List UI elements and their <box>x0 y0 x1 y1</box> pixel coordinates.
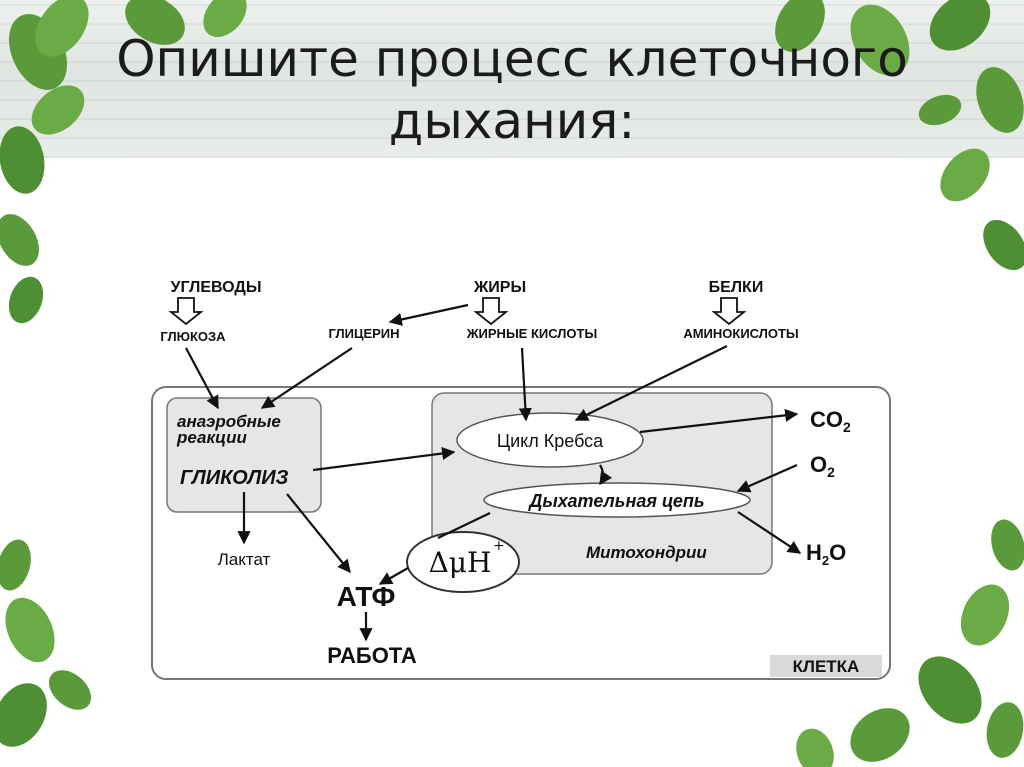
arrow-glycolysis-atp <box>286 493 351 574</box>
cell-label: КЛЕТКА <box>793 657 860 676</box>
arrow-o2-chain <box>736 463 798 493</box>
leaf-icon <box>35 0 89 57</box>
arrow-chain-h2o <box>737 511 802 554</box>
slide-title: Опишите процесс клеточного дыхания: <box>0 28 1024 152</box>
hollow-arrow-icon <box>168 297 204 326</box>
arrow-fattyacids-krebs <box>518 347 532 422</box>
arrow-glycerol-anaerobic <box>260 347 353 409</box>
proteins-label: БЕЛКИ <box>709 279 764 296</box>
line-chain-gradient <box>437 512 491 539</box>
respiratory-chain-label: Дыхательная цепь <box>527 491 704 511</box>
anaerobic-label-line1: анаэробные <box>177 412 281 431</box>
leaf-icon <box>796 728 834 767</box>
mitochondria-label: Митохондрии <box>586 543 707 562</box>
leaf-icon <box>0 683 47 747</box>
atp-label: АТФ <box>337 581 396 612</box>
leaf-icon <box>0 214 39 266</box>
arrow-gradient-atp <box>378 567 409 585</box>
krebs-cycle-label: Цикл Кребса <box>497 431 604 451</box>
arrow-glycolysis-krebs <box>312 446 456 472</box>
h2o-label: H2O <box>806 540 846 568</box>
leaf-icon <box>986 702 1024 758</box>
leaf-icon <box>976 67 1024 133</box>
fatty-acids-label: ЖИРНЫЕ КИСЛОТЫ <box>466 326 597 341</box>
leaf-icon <box>960 584 1010 646</box>
leaf-icon <box>850 4 910 76</box>
carbohydrates-label: УГЛЕВОДЫ <box>171 279 262 296</box>
leaf-icon <box>0 126 45 194</box>
leaf-icon <box>940 148 990 202</box>
title-line-2: дыхания: <box>388 92 636 150</box>
leaf-icon <box>775 0 825 52</box>
leaf-icon <box>31 85 85 135</box>
arrow-aminoacids-krebs <box>574 345 728 421</box>
leaf-icon <box>929 0 991 51</box>
respiratory-chain-node <box>483 482 751 518</box>
title-line-1: Опишите процесс клеточного <box>116 30 908 88</box>
fats-label: ЖИРЫ <box>473 279 526 296</box>
leaf-icon <box>983 219 1024 271</box>
arrow-glucose-anaerobic <box>185 347 219 410</box>
leaf-icon <box>918 656 982 724</box>
leaf-icon <box>918 94 962 126</box>
amino-acids-label: АМИНОКИСЛОТЫ <box>683 326 798 341</box>
leaf-icon <box>5 597 55 663</box>
co2-label: CO2 <box>810 407 851 435</box>
arrow-krebs-chain <box>599 464 613 486</box>
leaf-icon <box>850 708 910 762</box>
leaf-icon <box>48 670 92 710</box>
proton-gradient-label: ΔμH <box>429 546 492 579</box>
hollow-arrow-icon <box>473 297 509 326</box>
krebs-cycle-node <box>456 412 644 468</box>
arrow-group <box>185 303 802 642</box>
leaf-icon <box>203 0 247 38</box>
proton-gradient-sup: + <box>493 538 505 554</box>
hollow-arrow-icon <box>711 297 747 326</box>
arrow-krebs-co2 <box>639 408 799 434</box>
leaf-icon <box>0 539 31 591</box>
o2-label: O2 <box>810 452 835 480</box>
glucose-label: ГЛЮКОЗА <box>160 329 226 344</box>
work-label: РАБОТА <box>327 643 417 668</box>
leaf-icon <box>8 276 44 324</box>
cell-label-bg <box>770 655 882 677</box>
proton-gradient-node <box>406 531 520 593</box>
glycolysis-label: ГЛИКОЛИЗ <box>180 467 289 489</box>
anaerobic-label-line2: реакции <box>176 428 247 447</box>
lactate-label: Лактат <box>218 550 271 569</box>
leaf-icon <box>991 519 1024 571</box>
glycerol-label: ГЛИЦЕРИН <box>328 326 399 341</box>
arrow-fats-glycerol <box>388 303 469 326</box>
leaf-icon <box>125 0 185 45</box>
